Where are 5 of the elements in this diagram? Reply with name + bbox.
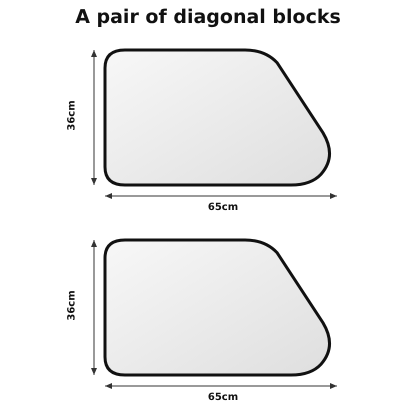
- dimension-label: 36cm: [66, 100, 78, 131]
- dimension-label: 36cm: [66, 290, 78, 321]
- dimension-label: 65cm: [206, 392, 240, 403]
- title: A pair of diagonal blocks: [74, 6, 342, 28]
- dimension-label: 65cm: [206, 202, 240, 213]
